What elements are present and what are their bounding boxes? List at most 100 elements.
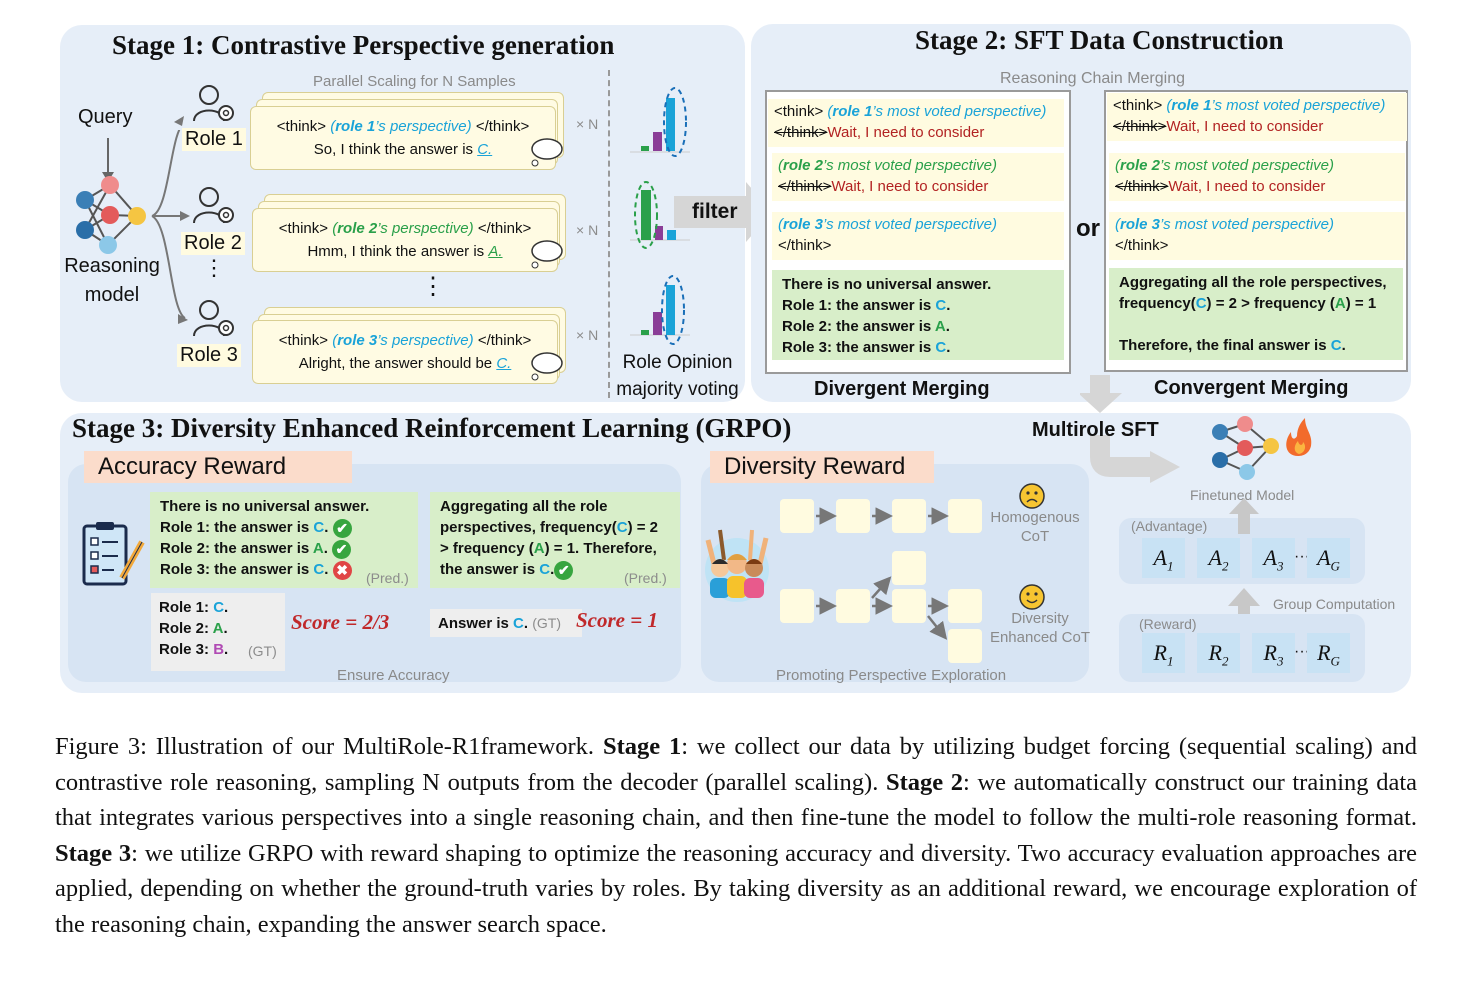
neuron-icon <box>76 221 94 239</box>
pred1-line-3: Role 3: the answer is C. ✖ <box>160 559 408 580</box>
role1-answer: C. <box>477 141 493 158</box>
role1-think-line: <think> (role 1’s perspective) </think> <box>276 118 530 135</box>
homog-line1: Homogenous <box>990 509 1080 526</box>
div-persp1-line2: </think>Wait, I need to consider <box>774 122 1058 143</box>
multirole-sft-label: Multirole SFT <box>1032 419 1159 441</box>
pred1-tag: (Pred.) <box>366 570 409 586</box>
convergent-line3: Therefore, the final answer is C. <box>1119 337 1346 354</box>
role2-persp-rest: ’s perspective) <box>377 220 474 237</box>
convergent-answer-box: Aggregating all the role perspectives, f… <box>1109 268 1403 360</box>
role1-persp-role: role 1 <box>335 118 376 135</box>
advantage-a2: A2 <box>1197 538 1240 578</box>
cot-arrows-svg <box>816 507 949 640</box>
divergent-merging-label: Divergent Merging <box>814 378 990 400</box>
group-computation-label: Group Computation <box>1273 596 1396 612</box>
ensure-accuracy-label: Ensure Accuracy <box>337 667 450 684</box>
rew-sub: 2 <box>1221 653 1229 669</box>
advantage-ellipsis: ··· <box>1294 548 1310 565</box>
div-persp2-line1: (role 2’s most voted perspective) <box>778 157 997 174</box>
group-computation-arrow-icon <box>1228 588 1260 630</box>
gt1-line-3: Role 3: B. <box>159 641 229 658</box>
div-wait-2: Wait, I need to consider <box>831 178 989 195</box>
happy-face-icon <box>1019 584 1045 610</box>
text-part: frequency( <box>1119 295 1196 312</box>
div-persp1-rest: ’s most voted perspective) <box>872 103 1047 120</box>
neuron-icon <box>128 207 146 225</box>
role3-arrow <box>151 215 186 319</box>
conv-persp3-box: (role 3’s most voted perspective) </thin… <box>1109 212 1405 260</box>
answer-c: C <box>539 561 551 578</box>
text-part: the answer is <box>440 561 536 578</box>
role3-answer-text: Alright, the answer should be <box>298 355 493 372</box>
gt1-tag: (GT) <box>248 643 277 659</box>
conv-persp1-role: role 1 <box>1171 97 1212 114</box>
role2-answer-line: Hmm, I think the answer is A. <box>253 240 557 263</box>
conv-persp1-rest: ’s most voted perspective) <box>1211 97 1386 114</box>
role1-arrowhead-svg <box>174 116 184 126</box>
conv-persp2-box: (role 2’s most voted perspective) </thin… <box>1109 153 1405 201</box>
cards-vertical-dots: ⋮ <box>421 273 445 300</box>
perspective-exploration-label: Promoting Perspective Exploration <box>776 667 1007 684</box>
gt1-line-2: Role 2: A. <box>159 620 228 637</box>
div-line2: Enhanced CoT <box>989 629 1091 646</box>
role3-answer: C. <box>496 355 512 372</box>
answer-a: A <box>1334 295 1346 312</box>
cot-step-node <box>892 589 926 623</box>
divergent-summary: There is no universal answer. <box>782 276 992 293</box>
answer-c: C <box>935 339 947 356</box>
pred2-line-3: > frequency (A) = 1. Therefore, <box>440 538 670 559</box>
caption-stage1-text: : we collect our data by utilizing budge… <box>55 733 1417 796</box>
div-persp3-role: role 3 <box>783 216 824 233</box>
line-text: Role 3: the answer is <box>782 339 932 356</box>
score-two-thirds: Score = 2/3 <box>291 610 390 634</box>
answer-c: C <box>935 297 947 314</box>
text-part: perspectives, frequency( <box>440 519 617 536</box>
role2-answer-text: Hmm, I think the answer is <box>307 243 485 260</box>
cot-step-node <box>892 499 926 533</box>
check-icon: ✔ <box>554 560 574 580</box>
stage3-title: Stage 3: Diversity Enhanced Reinforcemen… <box>72 413 792 443</box>
person-gear-icon <box>193 300 234 337</box>
caption-stage1: Stage 1 <box>602 733 682 760</box>
role3-times-n: × N <box>576 327 599 343</box>
gt2-tag: (GT) <box>532 615 561 631</box>
line-text: Role 1: the answer is <box>160 519 310 536</box>
think-open: <think> <box>278 332 329 349</box>
advantage-a3: A3 <box>1252 538 1295 578</box>
pred2-line-1: Aggregating all the role <box>440 498 608 515</box>
adv-sub: 3 <box>1276 558 1284 574</box>
div-think-close: </think> <box>778 237 832 254</box>
crowd-icon <box>705 529 769 602</box>
line-text: Role 2: <box>159 620 210 637</box>
div-persp2-box: (role 2’s most voted perspective) </thin… <box>772 153 1064 201</box>
conv-persp1-line2: </think>Wait, I need to consider <box>1113 116 1401 137</box>
answer-a: A <box>934 318 946 335</box>
div-persp3-rest: ’s most voted perspective) <box>823 216 997 233</box>
role2-card: <think> (role 2’s perspective) </think> … <box>252 208 558 272</box>
caption-fig: Figure 3: Illustration of our MultiRole-… <box>55 733 595 760</box>
think-close: </think> <box>475 118 530 135</box>
query-label: Query <box>78 106 133 128</box>
think-open: <think> <box>276 118 327 135</box>
role3-answer-line: Alright, the answer should be C. <box>253 352 557 375</box>
struck-think-close: </think> <box>778 178 832 195</box>
role-opinion-line2: majority voting <box>616 379 739 400</box>
role3-arrowhead-icon <box>178 314 188 324</box>
div-persp2-role: role 2 <box>783 157 824 174</box>
line-text: Role 1: <box>159 599 210 616</box>
accuracy-pred2-box: Aggregating all the role perspectives, f… <box>430 492 680 588</box>
answer-a: A <box>533 540 545 557</box>
advantage-label: (Advantage) <box>1131 518 1208 534</box>
accuracy-reward-header: Accuracy Reward <box>84 451 352 483</box>
finetuned-model-icon <box>1212 416 1312 480</box>
conv-wait-1: Wait, I need to consider <box>1166 118 1324 135</box>
line-text: Role 1: the answer is <box>782 297 932 314</box>
clipboard-checklist-icon <box>82 522 145 586</box>
answer-c: C <box>313 561 325 578</box>
div-line1: Diversity <box>1011 610 1069 627</box>
role1-label: Role 1 <box>182 128 246 151</box>
conv-persp1-box: <think> (role 1’s most voted perspective… <box>1107 93 1407 141</box>
cot-step-node <box>948 629 982 663</box>
homogenous-cot-label: Homogenous CoT <box>985 508 1085 546</box>
role2-times-n: × N <box>576 222 599 238</box>
